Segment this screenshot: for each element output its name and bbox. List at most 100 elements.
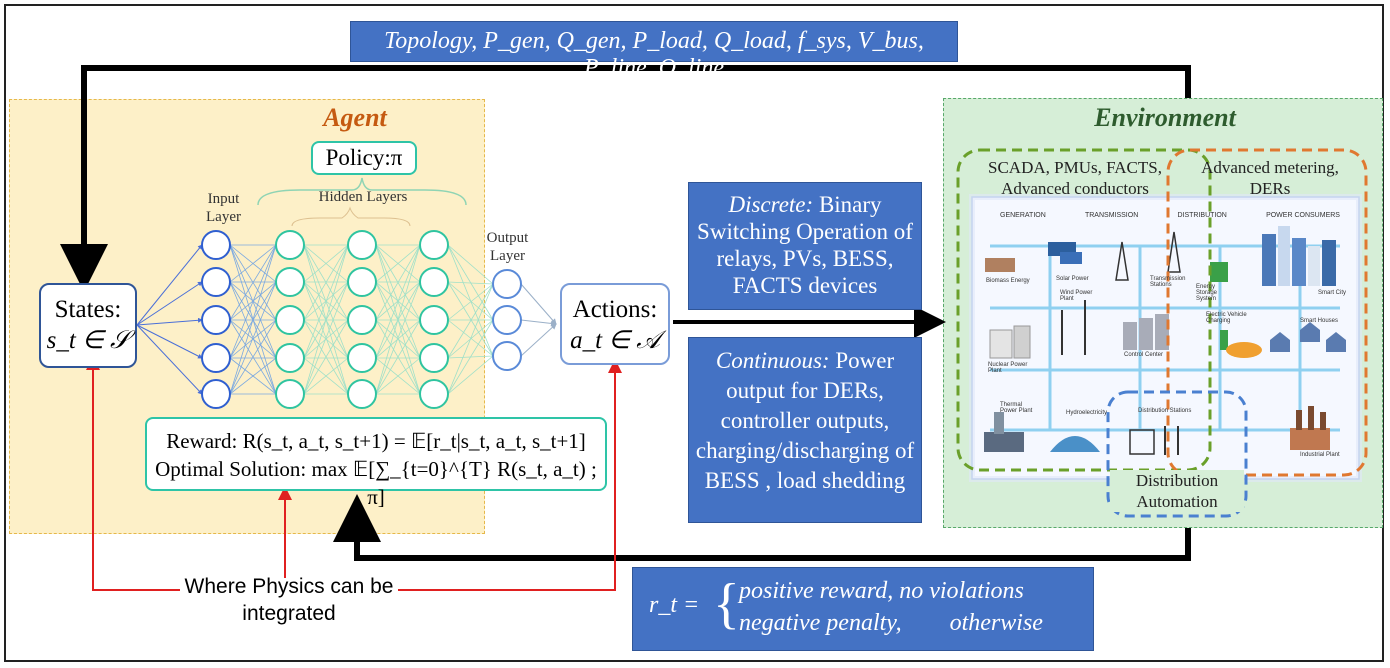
hidden-node xyxy=(419,267,449,297)
optimal-solution-equation: Optimal Solution: max 𝔼[∑_{t=0}^{T} R(s_… xyxy=(155,457,597,509)
grid-header-consumers: POWER CONSUMERS xyxy=(1266,212,1340,219)
input-layer-label: Input Layer xyxy=(206,191,241,225)
continuous-actions-box: Continuous: Power output for DERs, contr… xyxy=(688,337,922,523)
group-metering-outline xyxy=(1166,148,1368,477)
network-edge xyxy=(229,281,277,395)
input-node xyxy=(201,230,231,260)
grid-item: Biomass Energy xyxy=(986,278,1030,284)
grid-item: Industrial Plant xyxy=(1300,452,1340,458)
grid-header-row: GENERATION TRANSMISSION DISTRIBUTION POW… xyxy=(1000,212,1340,219)
grid-item: Smart City xyxy=(1318,290,1347,296)
network-edge xyxy=(447,281,494,321)
input-node xyxy=(201,379,231,409)
hidden-node xyxy=(275,379,305,409)
output-edge xyxy=(520,283,557,325)
input-node xyxy=(201,267,231,297)
network-edge xyxy=(447,283,494,359)
network-edge xyxy=(303,319,349,395)
network-edge xyxy=(447,283,494,321)
output-layer-label: Output Layer xyxy=(486,230,529,264)
states-math: s_t ∈ 𝒮 xyxy=(46,327,130,354)
input-edge xyxy=(136,281,203,326)
environment-title: Environment xyxy=(1094,103,1236,132)
hidden-node xyxy=(419,305,449,335)
input-node xyxy=(201,343,231,373)
discrete-text: Binary Switching Operation of relays, PV… xyxy=(697,192,913,298)
network-edge xyxy=(303,244,349,321)
hidden-node xyxy=(347,305,377,335)
hidden-node xyxy=(347,267,377,297)
network-edge xyxy=(447,355,494,395)
discrete-actions-box: Discrete: Binary Switching Operation of … xyxy=(688,182,922,310)
hidden-node xyxy=(275,267,305,297)
network-edge xyxy=(375,319,421,395)
network-edge xyxy=(447,281,494,357)
hidden-layers-sub-brace xyxy=(291,206,411,227)
group-scada-outline xyxy=(956,148,1212,472)
grid-item: Electric Vehicle Charging xyxy=(1206,312,1247,324)
group-distribution-outline xyxy=(1106,390,1248,518)
network-edge xyxy=(375,244,421,283)
network-edge xyxy=(303,281,349,395)
grid-item: Transmission Stations xyxy=(1150,276,1186,288)
neural-network xyxy=(136,230,557,409)
network-edge xyxy=(447,244,494,321)
actions-math: a_t ∈ 𝒜 xyxy=(570,327,660,354)
hidden-node xyxy=(347,379,377,409)
network-edge xyxy=(229,244,277,359)
network-edge xyxy=(303,244,349,359)
states-box: States: s_t ∈ 𝒮 xyxy=(39,283,137,368)
network-edge xyxy=(229,244,277,321)
output-node xyxy=(492,305,522,335)
reward-case-negative: negative penalty, otherwise xyxy=(739,610,1043,636)
hidden-node xyxy=(275,343,305,373)
grid-item: Smart Houses xyxy=(1300,318,1339,324)
input-edge xyxy=(136,324,203,395)
reward-equation: Reward: R(s_t, a_t, s_t+1) = 𝔼[r_t|s_t, … xyxy=(166,429,586,453)
grid-item: Solar Power xyxy=(1056,276,1089,282)
reward-box: Reward: R(s_t, a_t, s_t+1) = 𝔼[r_t|s_t, … xyxy=(145,417,607,509)
observations-box: Topology, P_gen, Q_gen, P_load, Q_load, … xyxy=(350,21,958,81)
hidden-node xyxy=(347,343,377,373)
network-edge xyxy=(229,244,277,395)
network-edge xyxy=(229,244,277,283)
input-edge xyxy=(136,317,203,326)
hidden-node xyxy=(419,379,449,409)
network-edge xyxy=(375,244,421,359)
output-node xyxy=(492,341,522,371)
network-edge xyxy=(375,244,421,321)
grid-item: Distribution Stations xyxy=(1138,408,1192,414)
network-edge xyxy=(447,244,494,285)
group-metering-label: Advanced metering, DERs xyxy=(1201,158,1339,198)
reward-brace: { xyxy=(713,573,740,635)
hidden-node xyxy=(347,230,377,260)
hidden-node xyxy=(419,230,449,260)
network-edge xyxy=(447,283,494,395)
network-edge xyxy=(375,244,421,395)
outer-frame xyxy=(4,4,1384,662)
feedback-arrow-top xyxy=(60,65,1191,292)
agent-title: Agent xyxy=(323,103,387,132)
grid-illustration xyxy=(969,194,1362,482)
actions-title: Actions: xyxy=(572,296,658,323)
policy-box: Policy:π xyxy=(311,141,417,175)
output-edge xyxy=(520,323,557,357)
group-distribution-label: Distribution Automation xyxy=(1110,470,1244,512)
discrete-label: Discrete: xyxy=(728,192,814,217)
continuous-text: Power output for DERs, controller output… xyxy=(695,348,915,493)
grid-item: Nuclear Power Plant xyxy=(988,362,1028,374)
group-scada-label: SCADA, PMUs, FACTS, Advanced conductors xyxy=(988,158,1162,198)
states-title: States: xyxy=(54,296,122,323)
output-edge xyxy=(520,319,557,327)
reward-function-box: r_t = { positive reward, no violations n… xyxy=(632,567,1094,651)
grid-item: Thermal Power Plant xyxy=(1000,402,1033,414)
grid-header-distribution: DISTRIBUTION xyxy=(1177,212,1227,219)
input-edge xyxy=(136,324,203,359)
network-edge xyxy=(229,357,277,395)
hidden-layers-brace xyxy=(257,177,467,206)
hidden-node xyxy=(275,305,305,335)
grid-header-generation: GENERATION xyxy=(1000,212,1046,219)
physics-integration-note: Where Physics can be integrated xyxy=(184,575,394,625)
